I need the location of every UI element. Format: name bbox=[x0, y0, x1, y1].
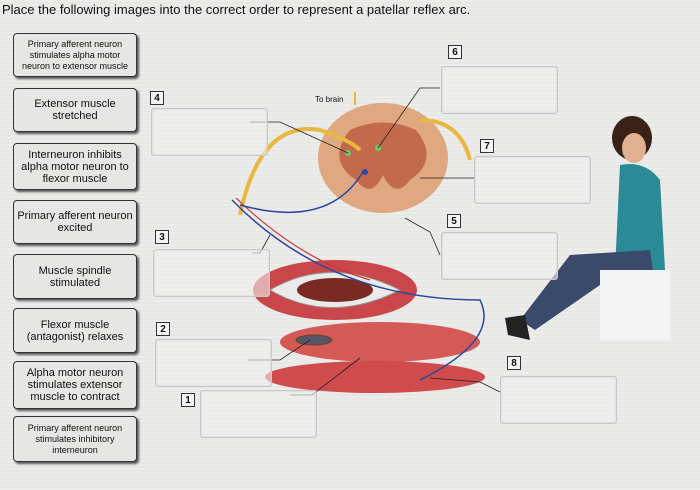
target-number-6: 6 bbox=[448, 45, 462, 59]
spinal-cord-image bbox=[318, 103, 448, 213]
card-primary-afferent-stimulates-alpha-motor[interactable]: Primary afferent neuron stimulates alpha… bbox=[13, 33, 137, 77]
drop-zone-7[interactable] bbox=[474, 156, 591, 204]
target-number-2: 2 bbox=[156, 322, 170, 336]
flexor-muscle-image bbox=[280, 322, 480, 362]
to-brain-label: To brain bbox=[315, 95, 344, 104]
drop-zone-1[interactable] bbox=[200, 390, 317, 438]
target-number-3: 3 bbox=[155, 230, 169, 244]
card-extensor-muscle-stretched[interactable]: Extensor muscle stretched bbox=[13, 88, 137, 132]
card-primary-afferent-excited[interactable]: Primary afferent neuron excited bbox=[13, 200, 137, 244]
drop-zone-8[interactable] bbox=[500, 376, 617, 424]
target-number-5: 5 bbox=[447, 214, 461, 228]
instructions: Place the following images into the corr… bbox=[2, 2, 471, 17]
card-muscle-spindle-stimulated[interactable]: Muscle spindle stimulated bbox=[13, 254, 137, 299]
drop-zone-3[interactable] bbox=[153, 249, 270, 297]
target-number-4: 4 bbox=[150, 91, 164, 105]
extensor-muscle-image bbox=[265, 361, 485, 393]
drop-zone-4[interactable] bbox=[151, 108, 268, 156]
target-number-1: 1 bbox=[181, 393, 195, 407]
drop-zone-6[interactable] bbox=[441, 66, 558, 114]
target-number-8: 8 bbox=[507, 356, 521, 370]
drop-zone-2[interactable] bbox=[155, 339, 272, 387]
drop-zone-5[interactable] bbox=[441, 232, 558, 280]
seated-person-image bbox=[505, 116, 670, 340]
target-number-7: 7 bbox=[480, 139, 494, 153]
card-flexor-relaxes[interactable]: Flexor muscle (antagonist) relaxes bbox=[13, 308, 137, 353]
card-interneuron-inhibits[interactable]: Interneuron inhibits alpha motor neuron … bbox=[13, 143, 137, 190]
card-alpha-motor-extensor-contract[interactable]: Alpha motor neuron stimulates extensor m… bbox=[13, 361, 137, 409]
card-primary-afferent-stimulates-interneuron[interactable]: Primary afferent neuron stimulates inhib… bbox=[13, 416, 137, 462]
